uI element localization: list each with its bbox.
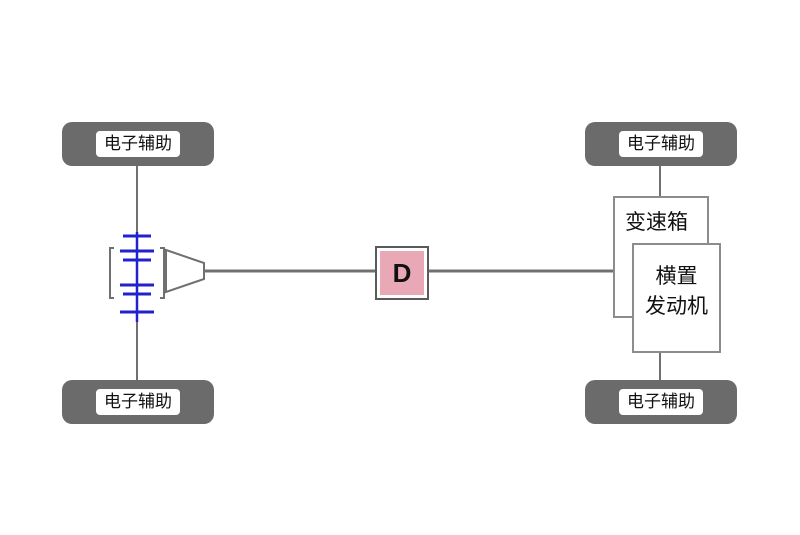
wheel-label: 电子辅助 [619,131,703,157]
gearbox-label: 变速箱 [625,210,688,234]
wheel-front-left: 电子辅助 [62,122,214,166]
engine-label: 横置 发动机 [645,264,708,318]
differential-box: D [375,246,429,300]
engine-box: 横置 发动机 [632,243,721,353]
wheel-label: 电子辅助 [619,389,703,415]
wheel-rear-left: 电子辅助 [62,380,214,424]
wheel-front-right: 电子辅助 [585,122,737,166]
coupling-icon [109,232,205,322]
wheel-label: 电子辅助 [96,131,180,157]
wheel-label: 电子辅助 [96,389,180,415]
differential-label: D [380,251,424,295]
wheel-rear-right: 电子辅助 [585,380,737,424]
